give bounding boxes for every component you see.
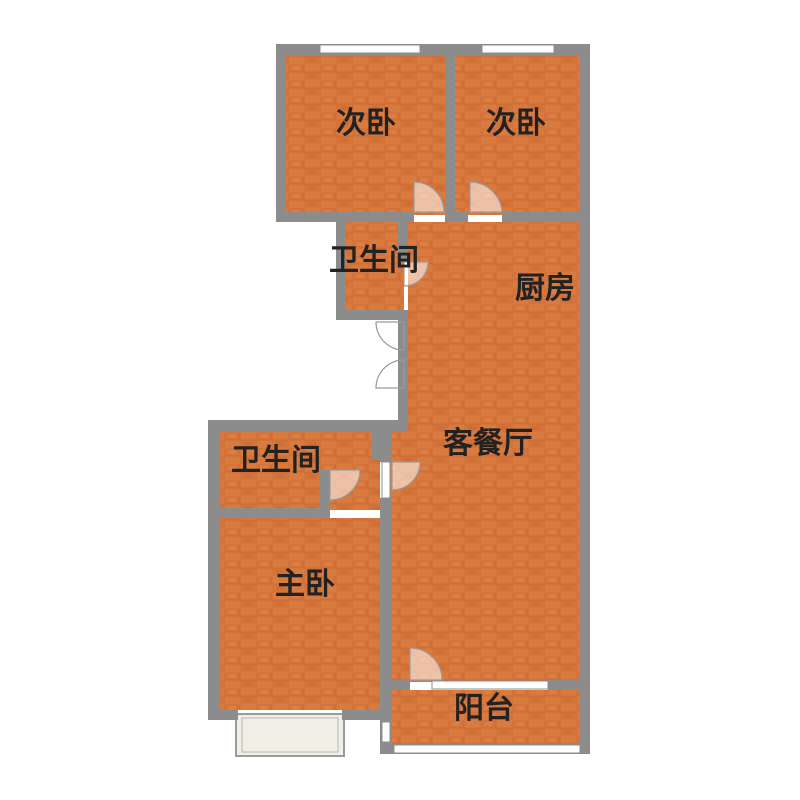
door-swing-balcony	[409, 647, 443, 681]
door-swing-bathroom-top	[403, 261, 429, 287]
window-bedroom-left	[319, 44, 421, 54]
label-kitchen: 厨房	[515, 271, 575, 306]
window-bedroom-right	[481, 44, 555, 54]
label-balcony: 阳台	[454, 691, 514, 726]
door-living-to-bath	[381, 461, 391, 499]
window-balcony-side	[381, 721, 391, 743]
door-swing-entry-b	[375, 359, 405, 389]
floors	[220, 55, 580, 757]
floor-balcony	[392, 690, 580, 744]
label-bedroom-right: 次卧	[486, 106, 546, 141]
label-master-bedroom: 主卧	[275, 567, 335, 602]
door-swing-master	[391, 461, 421, 491]
room-labels: 次卧 次卧 卫生间 厨房 客餐厅 卫生间 主卧 阳台	[231, 106, 575, 726]
door-swing-bathroom-bottom	[329, 469, 361, 501]
floor-master-bedroom	[220, 518, 382, 710]
label-living-dining: 客餐厅	[443, 426, 533, 461]
door-swing-entry-a	[375, 321, 405, 351]
label-bathroom-top: 卫生间	[329, 243, 419, 278]
door-swing-bedroom-right	[469, 181, 503, 213]
window-balcony-outer	[393, 744, 581, 754]
floor-living-lower	[390, 430, 580, 682]
label-bedroom-left: 次卧	[336, 106, 396, 141]
label-bathroom-bottom: 卫生间	[231, 443, 321, 478]
floor-bathroom-top	[346, 222, 404, 312]
floor-bay-window	[235, 713, 345, 757]
doors	[329, 181, 503, 681]
windows	[319, 44, 581, 754]
window-balcony-inner	[431, 680, 549, 690]
door-swing-bedroom-left	[413, 181, 445, 213]
